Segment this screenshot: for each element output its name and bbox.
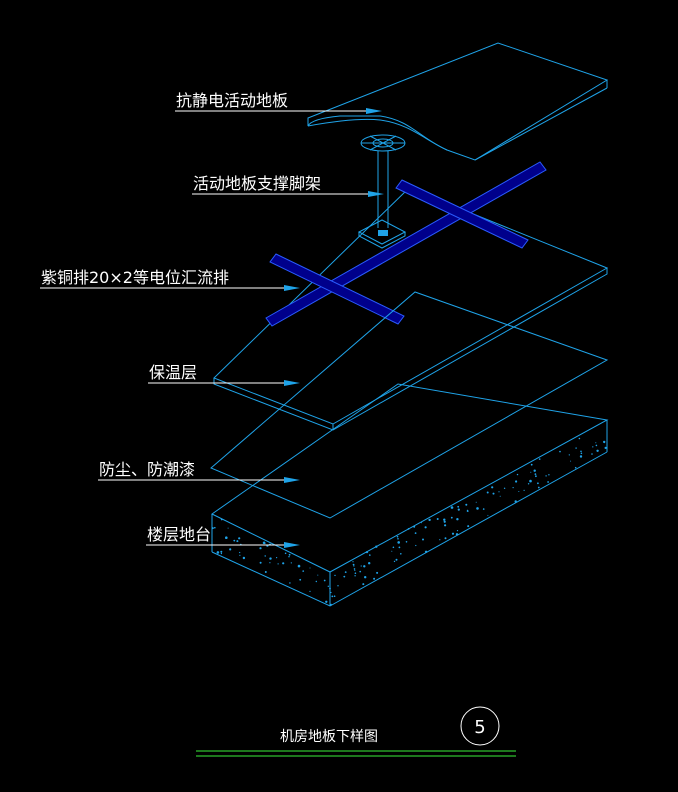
leader-insulation <box>148 380 300 386</box>
drawing-title: 机房地板下样图 <box>280 729 378 745</box>
concrete-floor-slab <box>211 383 609 607</box>
leader-support <box>192 191 384 197</box>
label-floor-panel: 抗静电活动地板 <box>176 91 288 110</box>
leader-dustproof <box>98 477 300 483</box>
dustproof-coat-layer <box>210 291 609 519</box>
label-copper-bus: 紫铜排20×2等电位汇流排 <box>41 268 229 287</box>
floor-support-pedestal <box>357 134 407 249</box>
leader-copper-bus <box>40 285 300 291</box>
drawing-number-badge: 5 <box>460 706 500 746</box>
label-support: 活动地板支撑脚架 <box>193 174 321 193</box>
leader-slab <box>146 542 300 548</box>
label-insulation: 保温层 <box>149 363 197 382</box>
leader-floor-panel <box>175 108 382 114</box>
raised-floor-panel <box>307 42 609 161</box>
drawing-number: 5 <box>474 717 485 738</box>
copper-bus-bars <box>265 161 547 327</box>
label-dustproof: 防尘、防潮漆 <box>99 460 195 479</box>
label-slab: 楼层地台 <box>147 525 211 544</box>
concrete-speckle-texture <box>211 437 607 606</box>
